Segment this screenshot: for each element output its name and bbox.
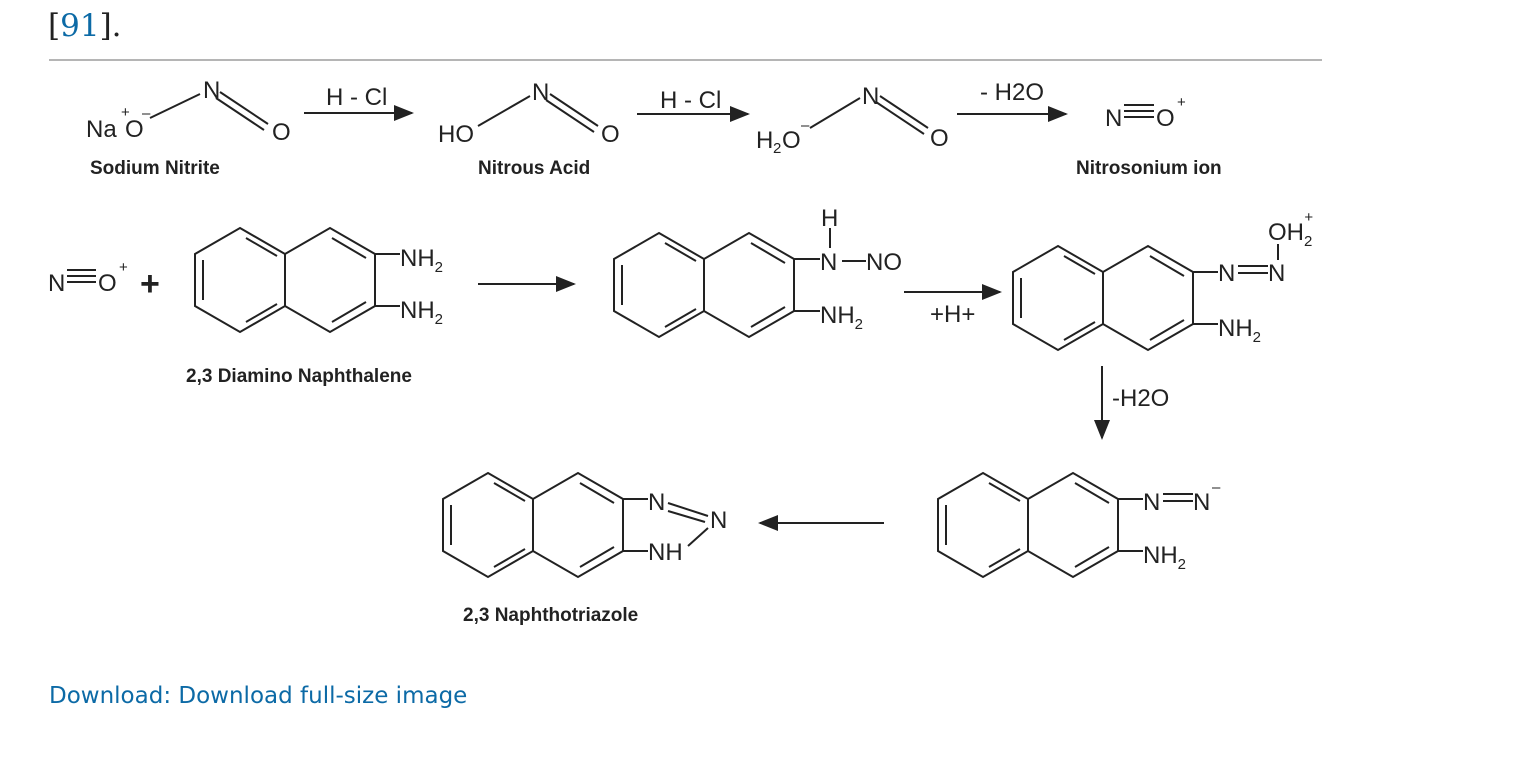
svg-text:O: O — [272, 119, 291, 146]
sodium-nitrite-structure: Na+ O– NO — [86, 77, 291, 146]
svg-text:N: N — [532, 79, 549, 106]
svg-text:N: N — [1193, 489, 1210, 516]
svg-text:N: N — [710, 507, 727, 534]
reagent-label: - H2O — [980, 79, 1044, 106]
svg-text:O: O — [601, 121, 620, 148]
svg-text:–: – — [1212, 479, 1221, 496]
reagent-label: -H2O — [1112, 385, 1169, 412]
svg-text:O: O — [125, 116, 144, 143]
svg-text:N: N — [862, 83, 879, 110]
bracket-close: ]. — [99, 8, 122, 44]
svg-text:OH2+: OH2+ — [1268, 209, 1313, 250]
svg-text:O: O — [1156, 105, 1175, 132]
svg-text:NO: NO — [866, 249, 902, 276]
svg-text:2: 2 — [773, 140, 781, 157]
svg-text:NH2: NH2 — [1218, 315, 1261, 346]
reagent-label: +H+ — [930, 301, 975, 328]
svg-text:O: O — [782, 127, 801, 154]
svg-text:O: O — [930, 125, 949, 152]
diamino-naphthalene-structure: NH2 NH2 — [194, 227, 443, 333]
svg-text:NH2: NH2 — [820, 302, 863, 333]
svg-text:NH: NH — [648, 539, 683, 566]
svg-text:HO: HO — [438, 121, 474, 148]
svg-text:H: H — [821, 205, 838, 232]
svg-text:+: + — [140, 265, 160, 303]
nitrosonium-structure: N O+ — [1105, 94, 1186, 132]
divider — [49, 59, 1322, 61]
svg-text:N: N — [820, 249, 837, 276]
diamino-naphthalene-label: 2,3 Diamino Naphthalene — [186, 366, 412, 387]
svg-text:O: O — [98, 270, 117, 297]
diazohydroxide-intermediate-structure: N N OH2+ NH2 — [1012, 209, 1313, 351]
reagent-label: H - Cl — [326, 84, 387, 111]
svg-text:Na: Na — [86, 116, 117, 143]
svg-text:+: + — [1177, 94, 1186, 111]
nitrosonium-label: Nitrosonium ion — [1076, 158, 1222, 179]
n-nitroso-intermediate-structure: H N NO NH2 — [613, 205, 902, 338]
svg-text:N: N — [1268, 260, 1285, 287]
svg-text:N: N — [1143, 489, 1160, 516]
svg-text:+: + — [119, 259, 128, 276]
naphthotriazole-structure: N N NH — [442, 472, 727, 578]
reagent-label: H - Cl — [660, 87, 721, 114]
nitrous-acid-label: Nitrous Acid — [478, 158, 590, 179]
svg-text:N: N — [1105, 105, 1122, 132]
nitrous-acid-structure: HO N O — [438, 79, 620, 148]
citation: [91]. — [48, 8, 122, 44]
svg-text:NH2: NH2 — [400, 297, 443, 328]
download-full-size-image-link[interactable]: Download: Download full-size image — [49, 683, 468, 709]
naphthotriazole-label: 2,3 Naphthotriazole — [463, 605, 638, 626]
svg-text:NH2: NH2 — [400, 245, 443, 276]
sodium-nitrite-label: Sodium Nitrite — [90, 158, 220, 179]
svg-text:–: – — [142, 105, 151, 122]
bracket-open: [ — [48, 8, 61, 44]
svg-text:+: + — [121, 104, 130, 121]
svg-text:N: N — [1218, 260, 1235, 287]
svg-text:H: H — [756, 127, 773, 154]
svg-text:–: – — [801, 117, 810, 134]
nitrosonium-reactant: N O+ + — [48, 259, 160, 303]
svg-text:N: N — [48, 270, 65, 297]
svg-text:N: N — [203, 77, 220, 104]
svg-text:N: N — [648, 489, 665, 516]
svg-text:NH2: NH2 — [1143, 542, 1186, 573]
reference-link[interactable]: 91 — [60, 8, 100, 44]
